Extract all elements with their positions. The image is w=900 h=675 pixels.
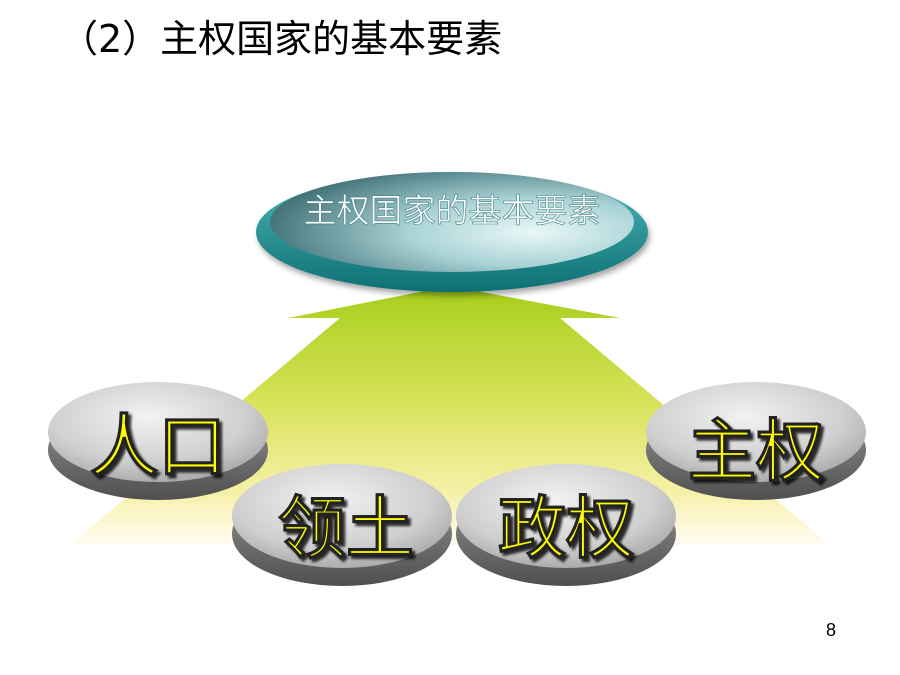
element-label-territory: 领土 bbox=[278, 490, 414, 569]
element-label-sovereignty: 主权 bbox=[688, 413, 824, 492]
element-disc-government: 政权 bbox=[456, 464, 676, 586]
element-disc-territory: 领土 bbox=[232, 464, 452, 586]
center-label: 主权国家的基本要素 bbox=[304, 191, 601, 230]
element-disc-sovereignty: 主权 bbox=[646, 382, 866, 500]
center-oval bbox=[256, 172, 648, 292]
element-label-government: 政权 bbox=[498, 490, 634, 569]
page-number: 8 bbox=[826, 620, 837, 640]
element-disc-population: 人口 bbox=[48, 382, 268, 500]
element-label-population: 人口 bbox=[90, 408, 226, 487]
slide-title: （2）主权国家的基本要素 bbox=[60, 17, 503, 61]
